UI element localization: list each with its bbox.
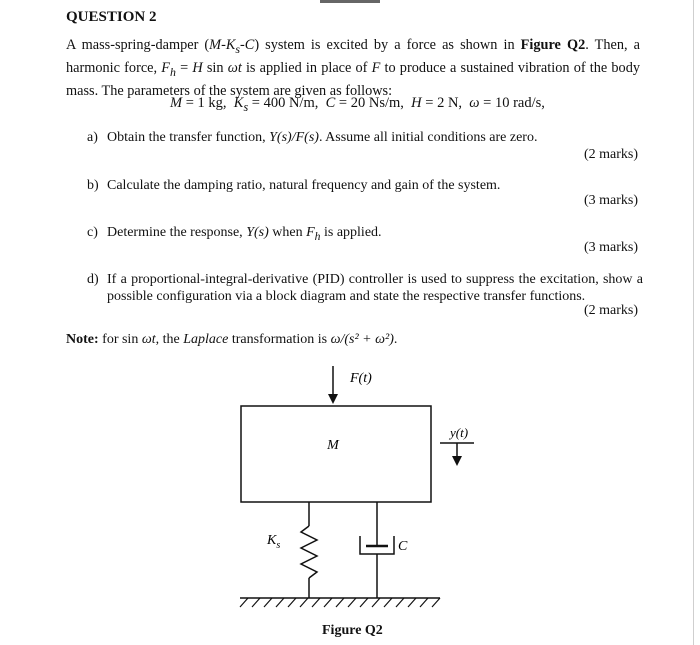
force-label: F(t) — [349, 371, 372, 386]
force-sub: h — [170, 64, 176, 79]
param-c: C — [325, 95, 336, 111]
intro-text: . Then, a harmonic force, — [66, 37, 640, 76]
figure-reference: Figure Q2 — [520, 37, 586, 53]
part-a-y: Y — [269, 130, 277, 145]
part-b: b) Calculate the damping ratio, natural … — [87, 177, 647, 197]
part-d-line1: If a proportional-integral-derivative (P… — [107, 272, 643, 287]
laplace-note: Note: for sin ωt, the Laplace transforma… — [66, 332, 397, 348]
note-t2: , the — [155, 332, 184, 347]
part-a-t1: Obtain the transfer function, — [107, 130, 270, 145]
damper — [359, 502, 395, 598]
intro-text: A mass-spring-damper ( — [66, 37, 210, 53]
mass-spring-damper-diagram: F(t) M y(t) Ks C — [239, 366, 474, 608]
question-intro: A mass-spring-damper (M-Ks-C) system is … — [66, 36, 640, 101]
param-omega-value: = 10 rad/s, — [479, 95, 545, 111]
damper-label: C — [398, 539, 408, 554]
note-formula: ω/(s² + ω²) — [330, 332, 394, 347]
page-right-border — [693, 0, 694, 645]
intro-text: is applied in place of — [241, 59, 372, 76]
ground — [239, 597, 441, 608]
part-c-t2: when — [268, 225, 307, 240]
displacement-label: y(t) — [448, 425, 468, 440]
mass-block — [240, 405, 432, 503]
note-laplace: Laplace — [183, 332, 229, 347]
note-label: Note: — [66, 332, 99, 347]
force-arrow — [328, 366, 338, 404]
param-m: M — [170, 95, 183, 111]
note-t3: transformation is — [228, 332, 331, 347]
spring — [299, 502, 319, 598]
note-t1: for sin — [98, 332, 142, 347]
note-t4: . — [393, 332, 398, 347]
part-d: d) If a proportional-integral-derivative… — [87, 271, 643, 311]
model-tail: -C — [240, 37, 255, 53]
displacement-arrow — [440, 442, 474, 466]
part-c-f: F — [306, 225, 315, 240]
part-a: a) Obtain the transfer function, Y(s)/F(… — [87, 129, 647, 149]
part-c-t1: Determine the response, — [107, 225, 247, 240]
part-a-label: a) — [87, 130, 98, 145]
part-a-text: Obtain the transfer function, Y(s)/F(s).… — [107, 129, 537, 147]
param-h-value: = 2 N, — [421, 95, 470, 111]
model-name: M-K — [209, 37, 236, 53]
mass-label: M — [326, 438, 340, 453]
omega-t: ωt — [227, 59, 242, 76]
amplitude-symbol: H — [192, 59, 203, 76]
model-sub: s — [235, 41, 241, 56]
param-k: K — [233, 95, 244, 111]
param-m-value: = 1 kg, — [182, 95, 234, 111]
part-c: c) Determine the response, Y(s) when Fh … — [87, 224, 647, 244]
f-symbol: F — [371, 59, 381, 76]
force-symbol: F — [161, 59, 170, 76]
part-a-f: F — [295, 130, 305, 145]
part-c-f-sub: h — [314, 229, 321, 243]
param-c-value: = 20 Ns/m, — [335, 95, 412, 111]
intro-text: = — [175, 59, 193, 76]
part-a-s: (s)/ — [276, 130, 296, 145]
part-b-text: Calculate the damping ratio, natural fre… — [107, 178, 501, 193]
part-d-line2: possible configuration via a block diagr… — [107, 289, 586, 304]
param-h: H — [411, 95, 422, 111]
part-c-s: (s) — [253, 225, 269, 240]
question-title: QUESTION 2 — [66, 9, 157, 25]
part-c-label: c) — [87, 225, 98, 240]
part-d-label: d) — [87, 272, 99, 287]
part-c-text: Determine the response, Y(s) when Fh is … — [107, 224, 382, 246]
part-a-t2: . Assume all initial conditions are zero… — [318, 130, 538, 145]
page-top-edge — [0, 0, 700, 4]
figure-caption: Figure Q2 — [322, 623, 383, 638]
note-omega-t: ωt — [141, 332, 156, 347]
part-c-marks: (3 marks) — [583, 240, 638, 255]
part-a-s2: (s) — [304, 130, 319, 145]
intro-text: ) system is excited by a force as shown … — [254, 37, 521, 53]
part-c-t3: is applied. — [320, 225, 382, 240]
spring-label: Ks — [266, 533, 280, 551]
param-k-value: = 400 N/m, — [248, 95, 326, 111]
system-parameters: M = 1 kg, Ks = 400 N/m, C = 20 Ns/m, H =… — [170, 95, 545, 115]
param-k-sub: s — [243, 99, 249, 114]
part-a-marks: (2 marks) — [583, 147, 638, 162]
param-omega: ω — [469, 95, 480, 111]
part-b-marks: (3 marks) — [583, 193, 638, 208]
part-d-marks: (2 marks) — [583, 303, 638, 318]
intro-text: sin — [202, 59, 228, 76]
cropped-header-fragment — [320, 0, 380, 3]
part-c-y: Y — [246, 225, 254, 240]
part-b-label: b) — [87, 178, 99, 193]
intro-text: to produce a sustained vibration of the … — [66, 59, 640, 99]
